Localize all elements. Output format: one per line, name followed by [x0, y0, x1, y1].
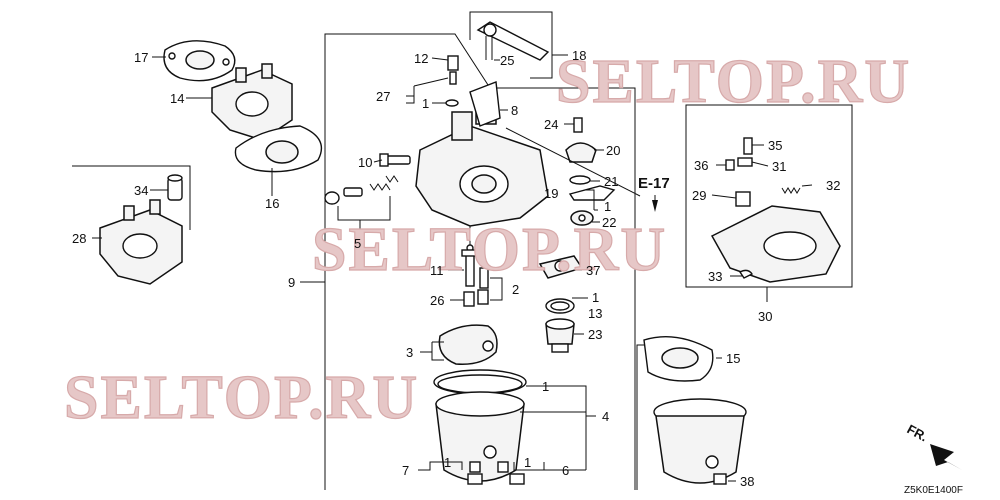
alt-insulator-part — [99, 199, 183, 285]
float-valve-assembly — [565, 117, 616, 226]
bracket-assembly-30 — [710, 137, 841, 283]
watermark-bottom: SELTOP.RU — [64, 364, 419, 432]
callout-12: 12 — [414, 51, 428, 66]
front-marker-text: FR. — [905, 421, 931, 444]
insulator-gasket-part — [163, 40, 236, 82]
callout-1d: 1 — [542, 379, 549, 394]
callout-1f: 1 — [524, 455, 531, 470]
carburetor-gasket-part — [234, 125, 323, 173]
diagram-code: Z5K0E1400F — [904, 485, 963, 496]
callout-4: 4 — [602, 409, 609, 424]
float-drain-37-part — [538, 255, 584, 279]
callout-20: 20 — [606, 143, 620, 158]
callout-29: 29 — [692, 188, 706, 203]
leader-lines — [92, 54, 813, 482]
pipe-34-part — [167, 174, 183, 201]
front-arrow-icon — [930, 444, 962, 470]
callout-3: 3 — [406, 345, 413, 360]
carburetor-insulator-part — [211, 63, 293, 141]
gasket-15-part — [643, 335, 714, 382]
callout-5: 5 — [354, 236, 361, 251]
callout-8: 8 — [511, 103, 518, 118]
callout-15: 15 — [726, 351, 740, 366]
callout-23: 23 — [588, 327, 602, 342]
callout-7: 7 — [402, 463, 409, 478]
float-3-part — [438, 324, 498, 365]
bracket-8-part — [469, 81, 501, 127]
callout-34: 34 — [134, 183, 148, 198]
callout-31: 31 — [772, 159, 786, 174]
front-marker: FR. — [905, 421, 962, 470]
alt-float-chamber-part — [653, 398, 747, 485]
choke-lever-part — [469, 11, 553, 79]
callout-16: 16 — [265, 196, 279, 211]
watermark-middle: SELTOP.RU — [312, 216, 667, 284]
callout-25: 25 — [500, 53, 514, 68]
float-and-oring — [545, 298, 575, 353]
callout-19: 19 — [544, 186, 558, 201]
callout-1e: 1 — [444, 455, 451, 470]
pilot-screw-set-5-part — [324, 175, 399, 205]
callout-11: 11 — [430, 263, 444, 278]
main-jet-parts — [461, 249, 489, 307]
callout-22: 22 — [602, 215, 616, 230]
callout-27: 27 — [376, 89, 390, 104]
callout-1b: 1 — [604, 199, 611, 214]
callout-2: 2 — [512, 282, 519, 297]
callout-18: 18 — [572, 48, 586, 63]
callout-9: 9 — [288, 275, 295, 290]
callout-38: 38 — [740, 474, 754, 489]
callout-37: 37 — [586, 263, 600, 278]
callout-10: 10 — [358, 155, 372, 170]
callout-32: 32 — [826, 178, 840, 193]
drain-bolt-parts — [467, 461, 525, 485]
callout-24: 24 — [544, 117, 558, 132]
callout-17: 17 — [134, 50, 148, 65]
callout-26: 26 — [430, 293, 444, 308]
callout-35: 35 — [768, 138, 782, 153]
callout-1a: 1 — [422, 96, 429, 111]
callout-labels: 17 14 16 34 28 9 12 27 1 8 25 18 24 20 2… — [72, 48, 840, 489]
throttle-stop-screws — [445, 55, 459, 107]
callout-1c: 1 — [592, 290, 599, 305]
reference-e17: E-17 — [638, 175, 670, 192]
callout-36: 36 — [694, 158, 708, 173]
watermark-top: SELTOP.RU — [556, 48, 911, 116]
callout-30: 30 — [758, 309, 772, 324]
callout-33: 33 — [708, 269, 722, 284]
watermark-layer: SELTOP.RU SELTOP.RU SELTOP.RU — [63, 47, 911, 432]
callout-13: 13 — [588, 306, 602, 321]
callout-6: 6 — [562, 463, 569, 478]
callout-14: 14 — [170, 91, 184, 106]
callout-21: 21 — [604, 174, 618, 189]
pilot-screw-10-part — [379, 153, 411, 167]
callout-28: 28 — [72, 231, 86, 246]
